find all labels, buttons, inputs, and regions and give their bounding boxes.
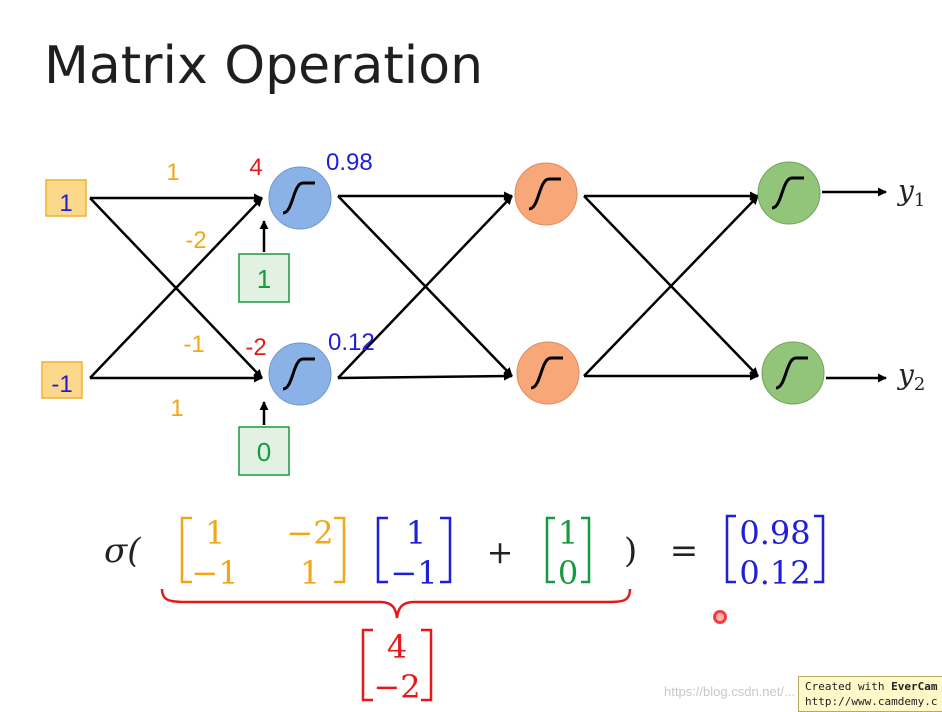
intermediate-vector-cell-1: 4 xyxy=(387,628,407,666)
cursor-marker xyxy=(713,610,727,624)
bias-node-1: 1 xyxy=(238,253,290,303)
result-vector xyxy=(725,514,825,584)
intermediate-vector-cell-2: −2 xyxy=(373,668,420,706)
edge-m2-o1 xyxy=(583,195,759,377)
neurons xyxy=(268,161,825,406)
sigmoid-icon xyxy=(771,176,804,210)
slide-title: Matrix Operation xyxy=(44,36,484,96)
equals-sign: = xyxy=(670,531,699,571)
edge-h2-m1 xyxy=(337,195,513,379)
weight-label-w21: -1 xyxy=(183,331,204,358)
result-vector-cell-1: 0.98 xyxy=(739,514,810,552)
input-node-2: -1 xyxy=(41,361,83,399)
neuron-layer1-1 xyxy=(268,166,332,230)
weight-label-w22: 1 xyxy=(170,395,183,422)
recorder-badge-line1: Created with EverCam xyxy=(805,680,938,693)
recorder-badge[interactable]: Created with EverCam http://www.camdemy.… xyxy=(798,676,942,712)
pre-activation-2: -2 xyxy=(245,334,266,361)
weight-label-w11: 1 xyxy=(166,159,179,186)
neuron-layer3-2 xyxy=(761,341,825,405)
output-label-y2: y2 xyxy=(896,358,925,395)
weight-matrix-cell-21: −1 xyxy=(191,554,238,592)
bias-vector-cell-2: 0 xyxy=(558,554,578,592)
neuron-layer3-1 xyxy=(757,161,821,225)
recorder-badge-line2: http://www.camdemy.c xyxy=(805,695,938,708)
weight-matrix-cell-12: −2 xyxy=(286,514,333,552)
neuron-layer2-1 xyxy=(514,162,578,226)
neuron-layer1-2 xyxy=(268,342,332,406)
connections-layer-2 xyxy=(337,191,513,381)
weight-matrix xyxy=(180,516,346,584)
sigmoid-icon xyxy=(775,356,808,390)
bias-value-2: 0 xyxy=(257,437,271,467)
weight-matrix-cell-11: 1 xyxy=(205,514,225,552)
bias-vector-cell-1: 1 xyxy=(558,514,578,552)
watermark-text: https://blog.csdn.net/... xyxy=(664,684,795,699)
sigmoid-icon xyxy=(528,177,561,211)
neuron-layer2-2 xyxy=(516,341,580,405)
activation-1: 0.98 xyxy=(326,149,373,176)
edge-h2-m2 xyxy=(337,371,513,381)
bias-vector xyxy=(545,516,591,584)
intermediate-vector xyxy=(361,628,433,702)
sigma-symbol: σ( xyxy=(104,531,141,571)
connections-layer-1 xyxy=(89,193,269,425)
input-value-1: 1 xyxy=(59,190,72,217)
close-paren: ) xyxy=(624,531,637,571)
sigmoid-icon xyxy=(282,181,315,215)
sigmoid-icon xyxy=(282,357,315,391)
input-node-1: 1 xyxy=(45,179,87,217)
input-value-2: -1 xyxy=(51,371,72,398)
bias-value-1: 1 xyxy=(257,264,271,294)
sigmoid-icon xyxy=(530,356,563,390)
result-vector-cell-2: 0.12 xyxy=(739,554,810,592)
plus-sign: + xyxy=(487,533,514,571)
matrix-equation: σ( 1 −2 −1 1 1 −1 + 1 0 xyxy=(104,514,825,706)
input-vector-cell-2: −1 xyxy=(390,554,437,592)
pre-activation-1: 4 xyxy=(249,154,262,181)
bias-node-2: 0 xyxy=(238,426,290,476)
input-vector xyxy=(376,516,452,584)
edge-x2-h1 xyxy=(89,197,263,379)
weight-matrix-cell-22: 1 xyxy=(300,554,320,592)
input-vector-cell-1: 1 xyxy=(406,514,426,552)
weight-label-w12: -2 xyxy=(185,227,206,254)
activation-2: 0.12 xyxy=(328,329,375,356)
underbrace xyxy=(160,588,632,619)
connections-layer-3 xyxy=(583,187,887,383)
output-label-y1: y1 xyxy=(896,174,925,211)
